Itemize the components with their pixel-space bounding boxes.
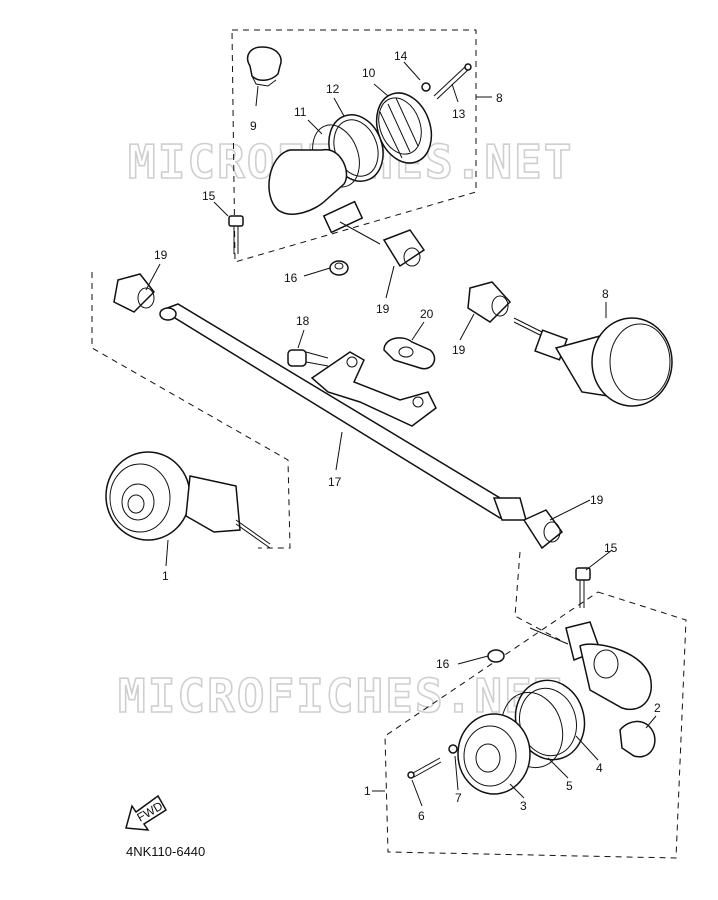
fwd-arrow-icon: FWD	[125, 794, 168, 831]
callout-8-top: 8	[496, 91, 503, 105]
clamp-20	[383, 337, 436, 370]
signal-body-8-top	[268, 149, 381, 245]
diagram-code: 4NK110-6440	[126, 844, 205, 859]
bulb-2	[619, 720, 656, 758]
callout-5: 5	[566, 779, 573, 793]
callout-19-lower: 19	[590, 493, 604, 507]
bracket-17	[159, 303, 527, 521]
callout-7: 7	[455, 791, 462, 805]
callout-3: 3	[520, 799, 527, 813]
callout-1-left: 1	[162, 569, 169, 583]
leader-lines	[145, 61, 657, 807]
callout-2: 2	[654, 701, 661, 715]
callout-20: 20	[420, 307, 434, 321]
signal-assembly-8-right	[513, 317, 673, 407]
grommet-19-right	[467, 281, 512, 323]
callout-19-right: 19	[452, 343, 466, 357]
washer-14	[421, 82, 431, 92]
screw-15-top	[228, 215, 244, 254]
bulb-9	[246, 46, 282, 87]
callout-19-top: 19	[376, 302, 390, 316]
callout-11: 11	[294, 105, 307, 119]
leader-right-stem	[514, 551, 561, 641]
leader-left-signal	[91, 272, 291, 549]
grommet-19-left	[113, 273, 155, 313]
callout-19-left: 19	[154, 248, 168, 262]
signal-body-1-bottom	[529, 621, 652, 711]
nut-16-bottom	[487, 649, 505, 663]
callout-16-bottom: 16	[436, 657, 450, 671]
screw-6	[407, 757, 442, 779]
callout-14: 14	[394, 49, 408, 63]
callout-4: 4	[596, 761, 603, 775]
lens-10	[375, 92, 433, 164]
grommet-19-lower	[522, 509, 564, 550]
callout-9: 9	[250, 119, 257, 133]
group-box-rear-right	[231, 29, 492, 263]
nut-16-top	[329, 260, 349, 276]
callout-10: 10	[362, 66, 376, 80]
callout-12: 12	[326, 82, 340, 96]
screw-15-bottom	[575, 567, 591, 608]
signal-assembly-1-left	[105, 451, 271, 549]
callout-18: 18	[296, 314, 310, 328]
screw-13	[433, 63, 472, 100]
lens-3	[457, 713, 531, 795]
bolt-18	[287, 349, 329, 367]
callout-16-top: 16	[284, 271, 298, 285]
callout-1-bottom: 1	[364, 784, 371, 798]
group-box-front-right	[372, 591, 687, 859]
callout-labels: 9 10 12 11 14 13 8 15 16 19 19 18 20 19 …	[154, 49, 661, 823]
washer-7	[448, 744, 458, 754]
callout-8-right: 8	[602, 287, 609, 301]
callout-6: 6	[418, 809, 425, 823]
callout-15-top: 15	[202, 189, 216, 203]
callout-17: 17	[328, 475, 342, 489]
callout-13: 13	[452, 107, 466, 121]
grommet-19-top	[382, 229, 426, 268]
callout-15-bottom: 15	[604, 541, 618, 555]
